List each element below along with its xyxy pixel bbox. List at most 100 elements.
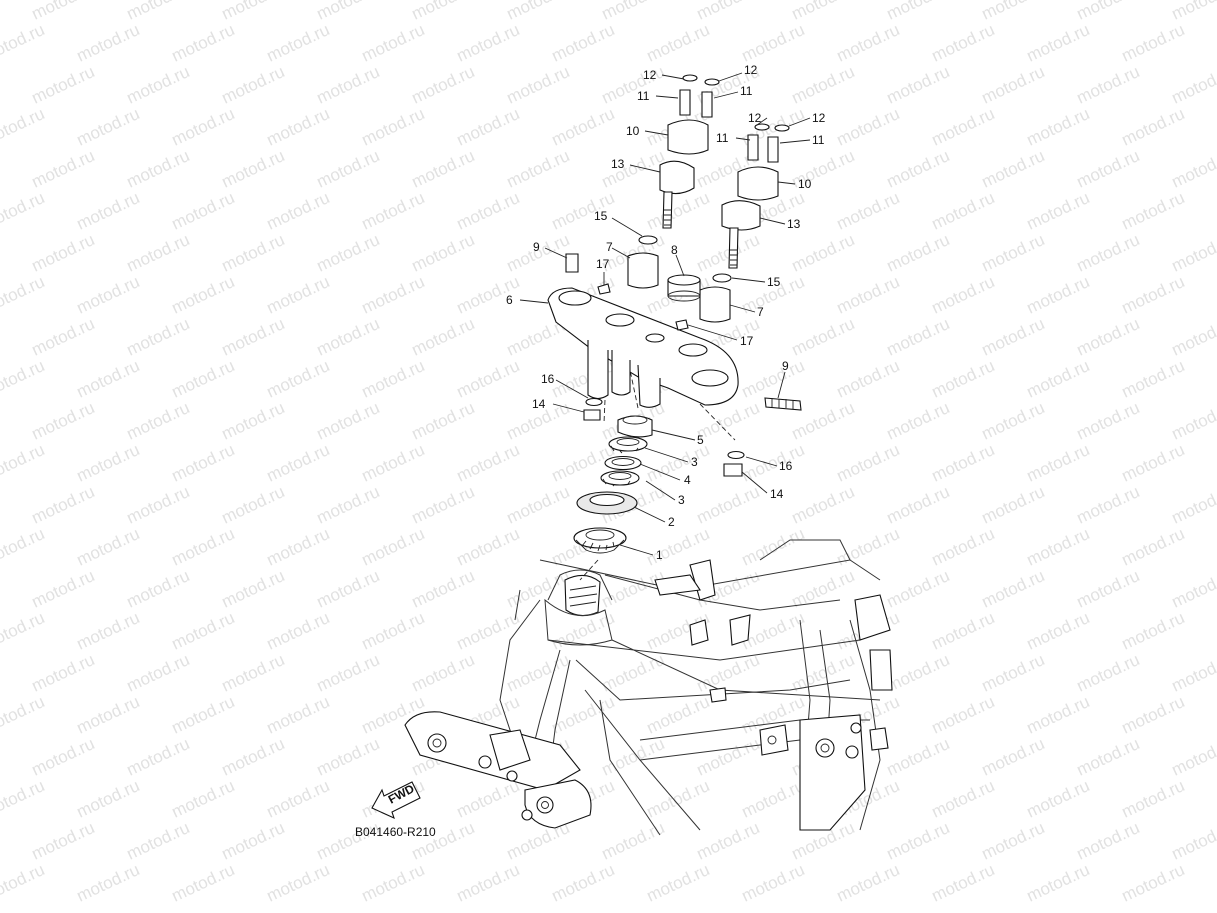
upper-bracket: [547, 287, 739, 441]
bearing-stack: [573, 369, 653, 581]
watermark-text: motod.ru: [124, 482, 193, 528]
watermark-text: motod.ru: [74, 860, 143, 906]
watermark-text: motod.ru: [359, 272, 428, 318]
callout-15: 15: [594, 209, 608, 223]
watermark-text: motod.ru: [834, 440, 903, 486]
watermark-text: motod.ru: [929, 776, 998, 822]
watermark-text: motod.ru: [694, 818, 763, 864]
callout-12: 12: [812, 111, 826, 125]
callout-3: 3: [678, 493, 685, 507]
watermark-text: motod.ru: [979, 482, 1048, 528]
watermark-text: motod.ru: [1119, 524, 1188, 570]
watermark-text: motod.ru: [599, 650, 668, 696]
watermark-text: motod.ru: [409, 566, 478, 612]
callout-14: 14: [770, 487, 784, 501]
watermark-text: motod.ru: [694, 734, 763, 780]
watermark-text: motod.ru: [74, 608, 143, 654]
watermark-text: motod.ru: [0, 524, 47, 570]
watermark-text: motod.ru: [644, 692, 713, 738]
watermark-text: motod.ru: [884, 650, 953, 696]
watermark-text: motod.ru: [169, 608, 238, 654]
watermark-text: motod.ru: [219, 62, 288, 108]
watermark-text: motod.ru: [1119, 188, 1188, 234]
watermark-text: motod.ru: [789, 482, 858, 528]
callout-11: 11: [716, 131, 729, 145]
watermark-text: motod.ru: [1169, 650, 1217, 696]
watermark-text: motod.ru: [884, 482, 953, 528]
handlebar-holders: [565, 74, 802, 477]
frame-illustration: [404, 539, 893, 836]
watermark-text: motod.ru: [219, 650, 288, 696]
watermark-text: motod.ru: [1024, 272, 1093, 318]
watermark-text: motod.ru: [694, 230, 763, 276]
watermark-text: motod.ru: [549, 20, 618, 66]
watermark-text: motod.ru: [644, 776, 713, 822]
watermark-text: motod.ru: [454, 608, 523, 654]
watermark-text: motod.ru: [409, 482, 478, 528]
watermark-text: motod.ru: [74, 440, 143, 486]
watermark-text: motod.ru: [1024, 104, 1093, 150]
callout-4: 4: [684, 473, 691, 487]
watermark-text: motod.ru: [124, 398, 193, 444]
watermark-text: motod.ru: [409, 62, 478, 108]
watermark-text: motod.ru: [124, 566, 193, 612]
watermark-text: motod.ru: [1024, 440, 1093, 486]
watermark-text: motod.ru: [264, 356, 333, 402]
watermark-text: motod.ru: [1074, 230, 1143, 276]
watermark-text: motod.ru: [929, 20, 998, 66]
watermark-text: motod.ru: [0, 272, 47, 318]
watermark-text: motod.ru: [29, 62, 98, 108]
watermark-text: motod.ru: [264, 20, 333, 66]
watermark-text: motod.ru: [1074, 482, 1143, 528]
watermark-text: motod.ru: [504, 566, 573, 612]
watermark-text: motod.ru: [884, 314, 953, 360]
watermark-text: motod.ru: [1074, 398, 1143, 444]
watermark-text: motod.ru: [0, 146, 2, 192]
watermark-text: motod.ru: [1074, 734, 1143, 780]
watermark-text: motod.ru: [219, 566, 288, 612]
watermark-text: motod.ru: [1169, 818, 1217, 864]
watermark-text: motod.ru: [314, 230, 383, 276]
watermark-text: motod.ru: [29, 566, 98, 612]
watermark-text: motod.ru: [834, 356, 903, 402]
watermark-text: motod.ru: [314, 482, 383, 528]
watermark-text: motod.ru: [1169, 62, 1217, 108]
watermark-text: motod.ru: [359, 104, 428, 150]
callout-2: 2: [668, 515, 675, 529]
watermark-text: motod.ru: [359, 524, 428, 570]
watermark-text: motod.ru: [1169, 0, 1217, 24]
watermark-text: motod.ru: [29, 146, 98, 192]
watermark-text: motod.ru: [124, 230, 193, 276]
watermark-text: motod.ru: [884, 734, 953, 780]
watermark-text: motod.ru: [979, 146, 1048, 192]
watermark-text: motod.ru: [124, 818, 193, 864]
watermark-text: motod.ru: [1024, 524, 1093, 570]
watermark-text: motod.ru: [1119, 104, 1188, 150]
watermark-text: motod.ru: [219, 398, 288, 444]
callout-16: 16: [541, 372, 555, 386]
callout-11: 11: [637, 89, 650, 103]
watermark-text: motod.ru: [1074, 818, 1143, 864]
watermark-text: motod.ru: [834, 524, 903, 570]
watermark-text: motod.ru: [29, 398, 98, 444]
diagram-code: B041460-R210: [355, 825, 436, 839]
watermark-text: motod.ru: [454, 776, 523, 822]
watermark-text: motod.ru: [1074, 314, 1143, 360]
watermark-text: motod.ru: [409, 146, 478, 192]
watermark-text: motod.ru: [1119, 608, 1188, 654]
watermark-text: motod.ru: [0, 734, 2, 780]
watermark-text: motod.ru: [169, 188, 238, 234]
callout-8: 8: [671, 243, 678, 257]
callout-15: 15: [767, 275, 781, 289]
watermark-text: motod.ru: [219, 734, 288, 780]
watermark-text: motod.ru: [1024, 20, 1093, 66]
watermark-text: motod.ru: [409, 650, 478, 696]
watermark-text: motod.ru: [1169, 398, 1217, 444]
watermark-text: motod.ru: [1119, 272, 1188, 318]
watermark-text: motod.ru: [929, 692, 998, 738]
watermark-text: motod.ru: [739, 776, 808, 822]
watermark-text: motod.ru: [169, 860, 238, 906]
watermark-text: motod.ru: [929, 860, 998, 906]
watermark-text: motod.ru: [0, 314, 2, 360]
watermark-text: motod.ru: [1169, 230, 1217, 276]
